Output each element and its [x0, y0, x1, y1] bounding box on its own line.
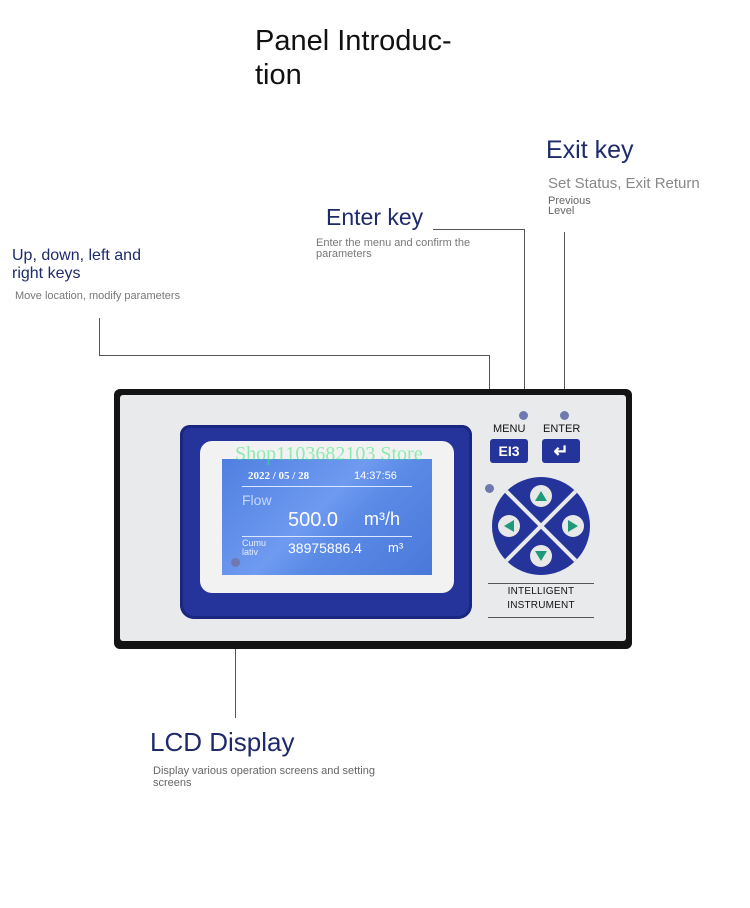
lcd-screen: 2022 / 05 / 28 14:37:56 Flow 500.0 m³/h …	[222, 459, 432, 575]
menu-button[interactable]: EI3	[490, 439, 528, 463]
exit-key-desc-2: Previous	[548, 195, 591, 207]
direction-pad	[492, 477, 590, 575]
display-bezel: 2022 / 05 / 28 14:37:56 Flow 500.0 m³/h …	[180, 425, 472, 619]
divider	[242, 486, 412, 487]
leader-line	[524, 229, 525, 415]
down-arrow-button[interactable]	[530, 545, 552, 567]
store-watermark: Shop1103682103 Store	[235, 443, 423, 465]
brand-rule	[488, 583, 594, 584]
flow-value: 500.0	[288, 509, 339, 531]
enter-button[interactable]: ↵	[542, 439, 580, 463]
lcd-time: 14:37:56	[354, 470, 397, 482]
callout-dot	[519, 411, 528, 420]
right-arrow-icon	[568, 520, 578, 532]
cumulative-value: 38975886.4	[288, 540, 362, 556]
up-arrow-icon	[535, 491, 547, 501]
menu-key-label: MENU	[493, 423, 526, 435]
page-title: Panel Introduc- tion	[255, 25, 452, 91]
left-arrow-icon	[504, 520, 514, 532]
leader-line	[564, 232, 565, 415]
leader-line	[99, 318, 100, 356]
brand-rule	[488, 617, 594, 618]
display-frame: 2022 / 05 / 28 14:37:56 Flow 500.0 m³/h …	[200, 441, 454, 593]
callout-dot	[560, 411, 569, 420]
arrow-keys-desc: Move location, modify parameters	[15, 290, 181, 302]
exit-key-title: Exit key	[546, 136, 634, 164]
up-arrow-button[interactable]	[530, 485, 552, 507]
enter-key-label: ENTER	[543, 423, 581, 435]
arrow-keys-title: Up, down, left and	[12, 247, 141, 264]
instrument-panel: 2022 / 05 / 28 14:37:56 Flow 500.0 m³/h …	[114, 389, 632, 649]
flow-label: Flow	[242, 492, 272, 508]
lcd-date: 2022 / 05 / 28	[248, 470, 310, 482]
cumulative-unit: m³	[388, 540, 404, 555]
faceplate: 2022 / 05 / 28 14:37:56 Flow 500.0 m³/h …	[120, 395, 626, 641]
down-arrow-icon	[535, 551, 547, 561]
leader-line	[99, 355, 490, 356]
callout-dot	[231, 558, 240, 567]
exit-key-desc-3: Level	[548, 205, 575, 217]
leader-line	[433, 229, 525, 230]
left-arrow-button[interactable]	[498, 515, 520, 537]
enter-key-desc-2: parameters	[316, 248, 372, 260]
right-arrow-button[interactable]	[562, 515, 584, 537]
enter-key-title: Enter key	[326, 204, 424, 230]
lcd-title: LCD Display	[150, 727, 295, 757]
enter-key-desc: Enter the menu and confirm the	[316, 237, 471, 249]
flow-unit: m³/h	[364, 509, 400, 529]
lcd-desc-2: screens	[153, 777, 192, 789]
brand-text: INTELLIGENT INSTRUMENT	[507, 586, 575, 611]
exit-key-desc: Set Status, Exit Return	[548, 175, 700, 192]
lcd-desc: Display various operation screens and se…	[153, 765, 375, 777]
divider	[242, 536, 412, 537]
arrow-keys-title-2: right keys	[12, 265, 81, 282]
callout-dot	[485, 484, 494, 493]
